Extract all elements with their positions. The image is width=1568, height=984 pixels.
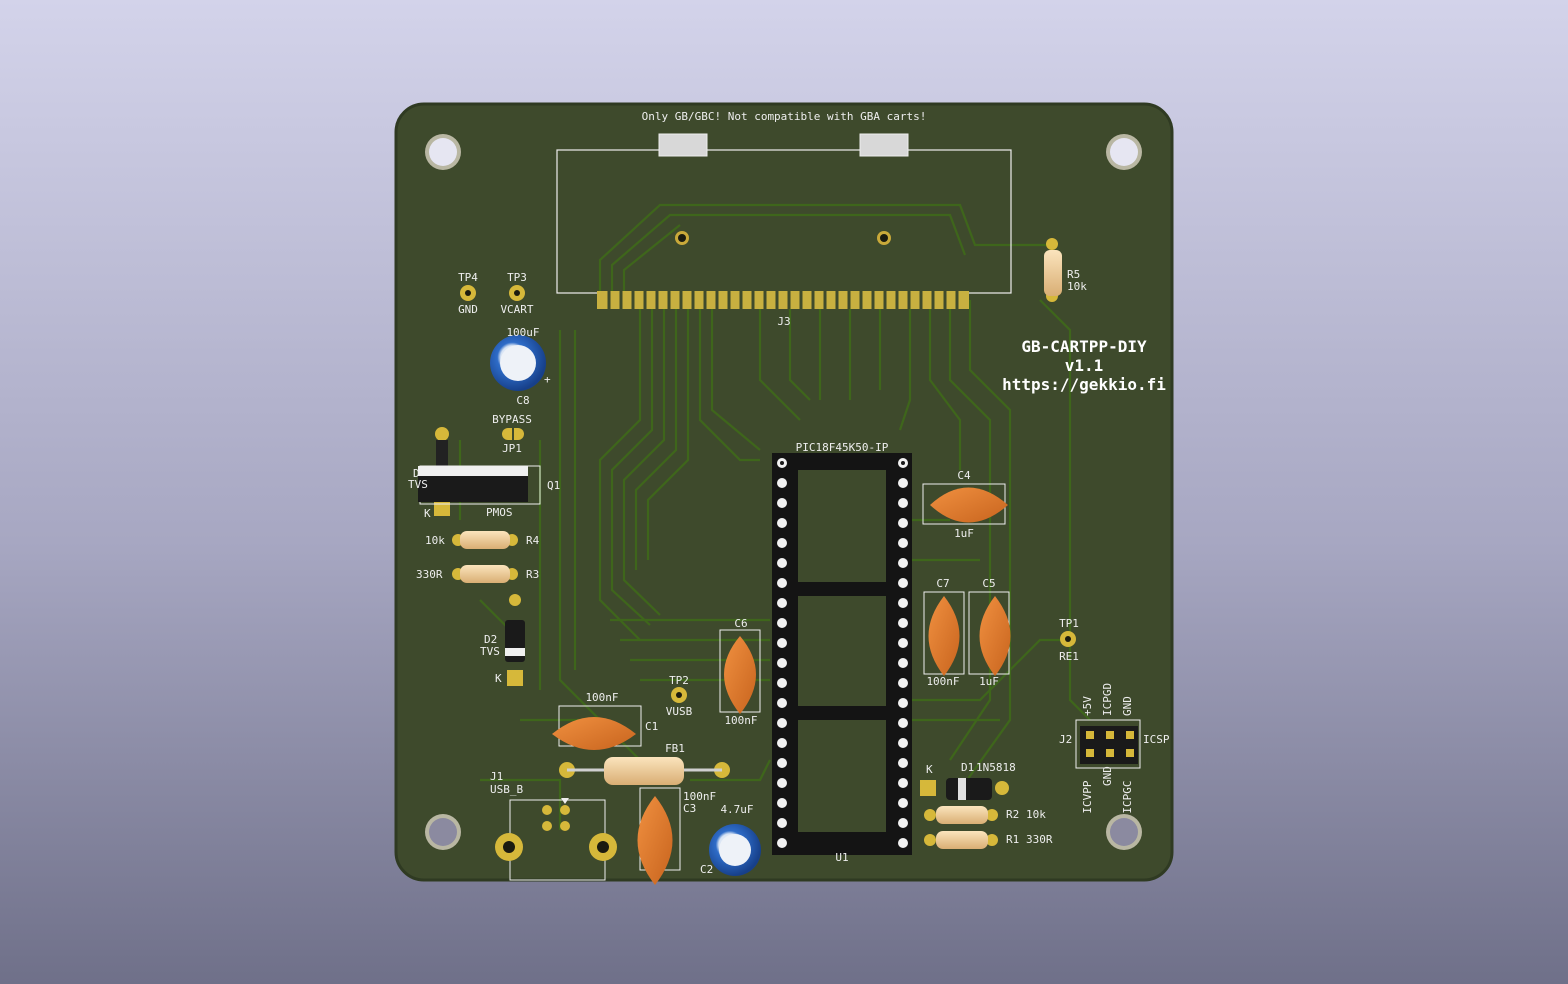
tp2-ref: TP2	[669, 674, 689, 687]
board-title: GB-CARTPP-DIY	[1021, 337, 1147, 356]
d-tvs-value: TVS	[408, 478, 428, 491]
tp4-ref: TP4	[458, 271, 478, 284]
c2-ref: C2	[700, 863, 713, 876]
d2-k: K	[495, 672, 502, 685]
capacitor-c2	[709, 824, 761, 876]
silkscreen-text: Only GB/GBC! Not compatible with GBA car…	[408, 110, 1170, 876]
capacitor-c5	[968, 591, 1011, 676]
jumper-jp1	[502, 428, 524, 440]
c5-ref: C5	[982, 577, 995, 590]
q1-ref: Q1	[547, 479, 560, 492]
c6-value: 100nF	[724, 714, 757, 727]
d-tvs-ref: D	[413, 467, 420, 480]
r1-ref: R1	[1006, 833, 1019, 846]
cartridge-connector-j3	[556, 133, 1012, 309]
j2-pin-icvpp: ICVPP	[1081, 780, 1094, 813]
capacitor-c1	[552, 705, 642, 750]
d2-ref: D2	[484, 633, 497, 646]
board-warning: Only GB/GBC! Not compatible with GBA car…	[642, 110, 927, 123]
jp1-ref: JP1	[502, 442, 522, 455]
c8-value: 100uF	[506, 326, 539, 339]
tp4-net: GND	[458, 303, 478, 316]
resistor-r4	[452, 531, 518, 549]
diode-d1	[920, 778, 1009, 800]
c5-value: 1uF	[979, 675, 999, 688]
r1-value: 330R	[1026, 833, 1053, 846]
d1-k: K	[926, 763, 933, 776]
tp3-net: VCART	[500, 303, 533, 316]
vias	[675, 231, 891, 245]
j1-ref: J1	[490, 770, 503, 783]
j2-value: ICSP	[1143, 733, 1170, 746]
svg-text:+: +	[544, 373, 551, 386]
c3-ref: C3	[683, 802, 696, 815]
ic-u1-socket	[772, 453, 912, 855]
header-j2	[1075, 719, 1141, 769]
fb1-ref: FB1	[665, 742, 685, 755]
resistor-r5	[1044, 238, 1062, 302]
c4-value: 1uF	[954, 527, 974, 540]
r4-value: 10k	[425, 534, 445, 547]
c1-value: 100nF	[585, 691, 618, 704]
capacitor-c3	[637, 787, 681, 885]
r2-ref: R2	[1006, 808, 1019, 821]
resistor-r2	[924, 806, 998, 824]
mounting-holes	[425, 134, 1142, 850]
j3-label: J3	[777, 315, 790, 328]
u1-ref: U1	[835, 851, 848, 864]
u1-value: PIC18F45K50-IP	[796, 441, 889, 454]
capacitor-c8: +	[490, 335, 551, 391]
c7-value: 100nF	[926, 675, 959, 688]
ferrite-bead-fb1	[559, 757, 730, 785]
board-url: https://gekkio.fi	[1002, 375, 1166, 394]
diode-d2	[505, 594, 525, 686]
j2-pin-icpgd: ICPGD	[1101, 683, 1114, 716]
j2-pin-gnd-bottom: GND	[1101, 766, 1114, 786]
d1-ref: D1	[961, 761, 974, 774]
r2-value: 10k	[1026, 808, 1046, 821]
test-points	[460, 285, 1076, 703]
d-tvs-k: K	[424, 507, 431, 520]
r4-ref: R4	[526, 534, 540, 547]
c3-value: 100nF	[683, 790, 716, 803]
r5-value: 10k	[1067, 280, 1087, 293]
r5-ref: R5	[1067, 268, 1080, 281]
resistor-r3	[452, 565, 518, 583]
r3-ref: R3	[526, 568, 539, 581]
c1-ref: C1	[645, 720, 658, 733]
usb-connector-j1	[495, 798, 617, 881]
capacitor-c6	[719, 629, 761, 714]
c6-ref: C6	[734, 617, 747, 630]
c7-ref: C7	[936, 577, 949, 590]
tp2-net: VUSB	[666, 705, 693, 718]
capacitor-c7	[923, 591, 965, 676]
c2-value: 4.7uF	[720, 803, 753, 816]
c8-ref: C8	[516, 394, 529, 407]
tp1-net: RE1	[1059, 650, 1079, 663]
j2-pin-icpgc: ICPGC	[1121, 780, 1134, 813]
q1-value: PMOS	[486, 506, 513, 519]
board-version: v1.1	[1065, 356, 1104, 375]
d2-value: TVS	[480, 645, 500, 658]
c4-ref: C4	[957, 469, 971, 482]
j2-pin-5v: +5V	[1081, 696, 1094, 716]
tp1-ref: TP1	[1059, 617, 1079, 630]
jp1-name: BYPASS	[492, 413, 532, 426]
capacitor-c4	[922, 483, 1008, 525]
resistor-r1	[924, 831, 998, 849]
r3-value: 330R	[416, 568, 443, 581]
transistor-q1	[418, 465, 541, 505]
j2-ref: J2	[1059, 733, 1072, 746]
d1-value: 1N5818	[976, 761, 1016, 774]
j1-value: USB_B	[490, 783, 523, 796]
j2-pin-gnd-top: GND	[1121, 696, 1134, 716]
tp3-ref: TP3	[507, 271, 527, 284]
